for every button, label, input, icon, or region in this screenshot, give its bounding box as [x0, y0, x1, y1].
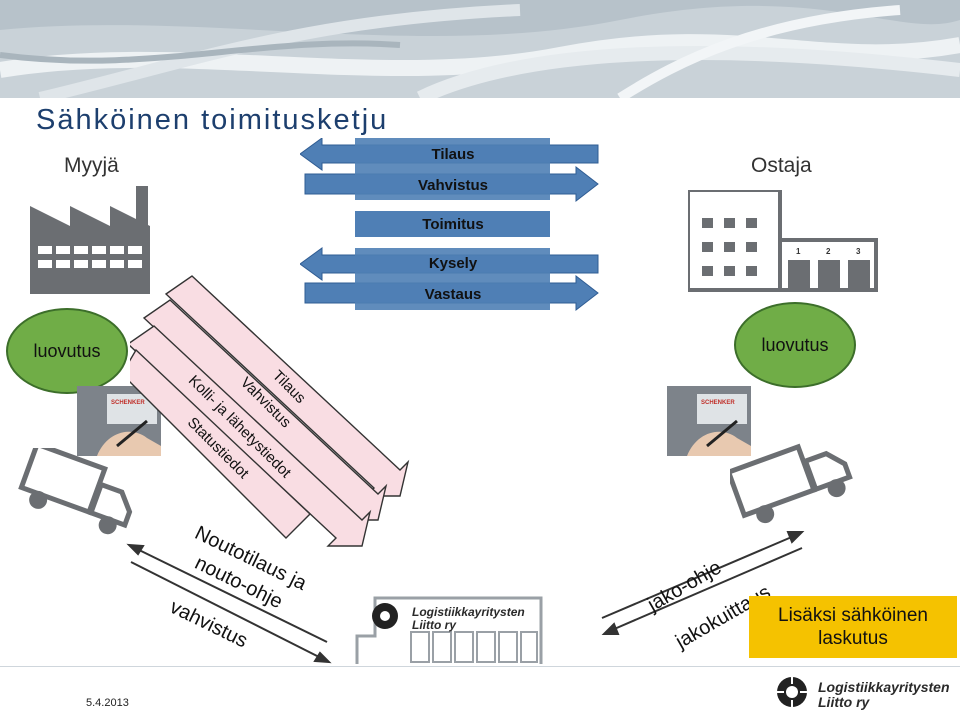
seller-label: Myyjä [64, 154, 119, 177]
footer-logo-line2: Liitto ry [818, 694, 870, 710]
arrow-label-kysely: Kysely [428, 255, 478, 272]
buyer-label: Ostaja [751, 154, 812, 177]
logo-center-line2: Liitto ry [412, 618, 456, 632]
diag-arrow-status [130, 348, 312, 539]
building-number-1: 1 [796, 247, 801, 256]
arrow-label-toimitus: Toimitus [422, 216, 484, 233]
arrow-label-vahvistus: Vahvistus [417, 177, 489, 194]
factory-icon [30, 186, 150, 294]
highway-photo [0, 0, 960, 98]
photo-sign-right: SCHENKER [701, 400, 735, 406]
building-number-2: 2 [826, 247, 831, 256]
truck-left-icon [18, 448, 133, 535]
logo-center-text: Logistiikkayritysten Liitto ry [412, 606, 525, 632]
building-number-3: 3 [856, 247, 861, 256]
diagonal-arrows [130, 275, 410, 547]
arrow-label-vastaus: Vastaus [424, 286, 482, 303]
yellow-box-line2: laskutus [818, 628, 888, 649]
terminal-building-icon [355, 596, 543, 664]
photo-right: SCHENKER [667, 386, 751, 456]
right-ellipse-label: luovutus [761, 334, 829, 355]
right-bottom-arrows [601, 531, 805, 635]
left-ellipse-label: luovutus [33, 340, 101, 361]
footer-logo-text: Logistiikkayritysten Liitto ry [818, 680, 950, 710]
logo-center-line1: Logistiikkayritysten [412, 605, 525, 619]
e-invoicing-box: Lisäksi sähköinen laskutus [749, 596, 957, 658]
left-handover-ellipse: luovutus [6, 308, 128, 394]
left-bottom-arrows [126, 543, 332, 664]
footer-logo-line1: Logistiikkayritysten [818, 679, 950, 695]
slide-date: 5.4.2013 [86, 697, 129, 709]
toimitus-box [355, 211, 550, 237]
warehouse-building-icon: 1 2 3 [688, 190, 878, 292]
page-title: Sähköinen toimitusketju [36, 104, 389, 136]
message-arrows [300, 138, 599, 312]
footer-logo-icon [777, 677, 807, 707]
photo-sign-left: SCHENKER [111, 400, 145, 406]
footer-divider [0, 666, 960, 667]
arrow-label-tilaus: Tilaus [431, 146, 475, 163]
truck-right-icon [730, 443, 853, 524]
right-handover-ellipse: luovutus [734, 302, 856, 388]
yellow-box-line1: Lisäksi sähköinen [778, 605, 928, 626]
header-banner [0, 0, 960, 98]
